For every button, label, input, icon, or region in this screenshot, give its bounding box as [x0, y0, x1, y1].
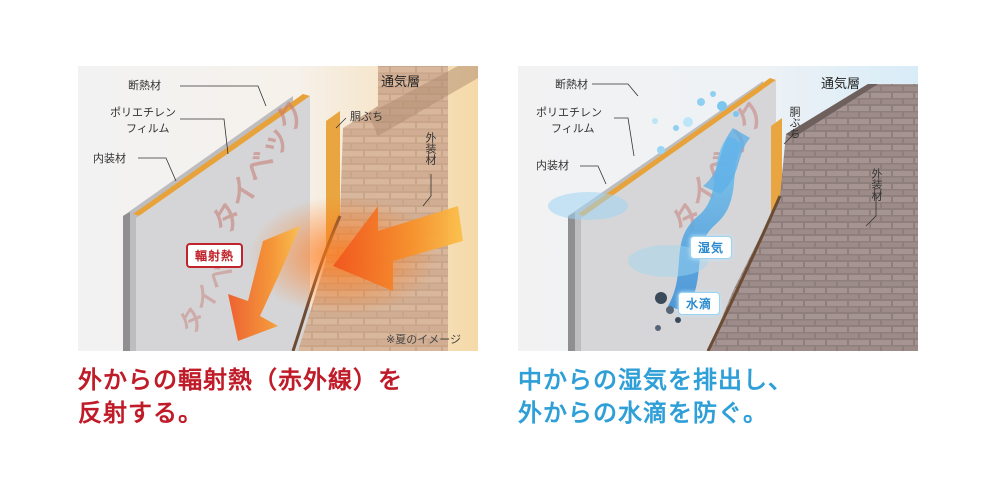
- badge-radiant-heat: 輻射熱: [186, 243, 244, 268]
- left-caption-line1: 外からの輻射熱（赤外線）を: [78, 366, 403, 394]
- label-furring: 胴ぶち: [788, 106, 801, 139]
- badge-water-drop: 水滴: [678, 292, 721, 315]
- label-insulation: 断熱材: [555, 78, 588, 91]
- left-caption: 外からの輻射熱（赤外線）を 反射する。: [78, 364, 403, 430]
- left-illustration: タイベック タイベ 断熱材 ポリエチレン フィルム 内装材 通気層 胴ぶち 外装…: [78, 66, 478, 351]
- right-caption-line1: 中からの湿気を排出し、: [518, 366, 793, 394]
- label-vent-layer: 通気層: [381, 75, 421, 90]
- summer-image-note: ※夏のイメージ: [386, 333, 461, 346]
- label-exterior: 外装材: [424, 132, 437, 165]
- right-illustration: タイベック 断熱材 ポリエチレン フィルム 内装材 通気層: [518, 66, 918, 351]
- label-poly-film-line2: フィルム: [126, 122, 170, 135]
- label-poly-film-line2: フィルム: [551, 122, 595, 135]
- label-interior: 内装材: [93, 152, 126, 165]
- label-vent-layer: 通気層: [821, 77, 861, 92]
- label-insulation: 断熱材: [128, 79, 161, 92]
- label-poly-film-line1: ポリエチレン: [536, 106, 602, 119]
- left-wall-diagram: タイベック タイベ: [78, 66, 478, 351]
- badge-vapor: 湿気: [690, 236, 733, 259]
- label-exterior: 外装材: [870, 168, 883, 201]
- label-interior: 内装材: [536, 159, 569, 172]
- left-caption-line2: 反射する。: [78, 399, 203, 427]
- right-caption: 中からの湿気を排出し、 外からの水滴を防ぐ。: [518, 364, 793, 430]
- label-furring: 胴ぶち: [350, 110, 384, 123]
- label-poly-film-line1: ポリエチレン: [110, 106, 176, 119]
- right-caption-line2: 外からの水滴を防ぐ。: [518, 399, 768, 427]
